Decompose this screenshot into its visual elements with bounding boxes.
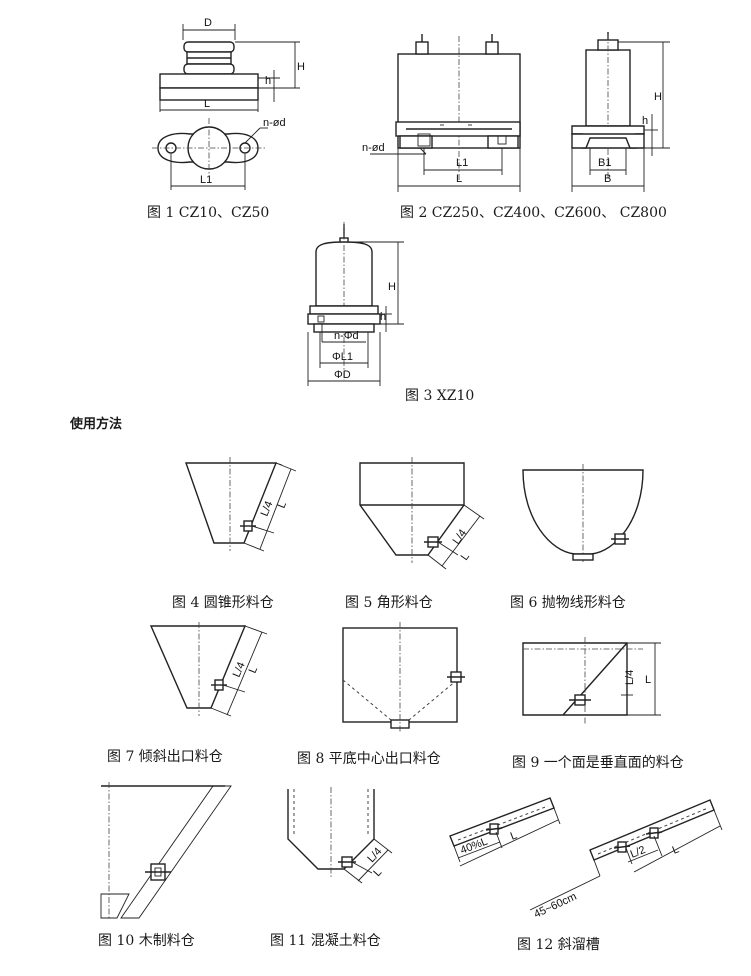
label-L-fig4: L [276,500,289,510]
label-L2-fig12: L/2 [629,844,648,861]
fig11-drawing: L/4 L [287,787,393,884]
fig1-drawing: D H h L n-ød L1 [152,17,305,190]
label-L-fig7: L [247,665,260,675]
label-L-fig1: L [204,98,210,110]
label-40pct: 40%L [459,836,490,857]
label-h-fig3: h [380,311,386,323]
label-B: B [604,173,611,185]
label-distance: 45~60cm [532,891,578,921]
label-n-Phi-d: n-Φd [334,330,359,342]
section-heading: 使用方法 [70,417,123,432]
label-D: D [204,17,212,29]
label-L-fig12a: L [509,829,519,842]
fig2-drawing: n-ød L1 L H h B1 B [362,32,670,192]
label-L-fig11: L [371,866,384,879]
label-L4-fig7: L/4 [231,660,248,679]
caption-fig5: 图 5 角形料仓 [345,595,433,611]
fig6-drawing [522,464,644,562]
label-Phi-L1: ΦL1 [332,351,353,363]
label-H-fig3: H [388,281,396,293]
label-h: h [265,75,271,87]
caption-fig1: 图 1 CZ10、CZ50 [147,205,270,221]
caption-fig12: 图 12 斜溜槽 [517,937,600,953]
label-H-fig2: H [654,91,662,103]
label-Phi-D: ΦD [334,369,351,381]
label-n-d: n-ød [263,117,286,129]
fig9-drawing: L/4 L [522,637,661,725]
label-L-fig5: L [459,551,472,563]
fig8-drawing [342,622,465,732]
fig4-drawing: L/4 L [185,457,297,552]
fig3-drawing: H h n-Φd ΦL1 ΦD [307,222,404,386]
fig7-drawing: L/4 L [149,622,268,717]
label-L-fig12b: L [671,843,681,856]
label-L1-fig1: L1 [200,174,212,186]
caption-fig3: 图 3 XZ10 [405,388,475,404]
label-B1: B1 [598,157,611,169]
fig10-drawing [100,782,232,920]
caption-fig11: 图 11 混凝土料仓 [270,933,381,949]
caption-fig6: 图 6 抛物线形料仓 [510,595,626,611]
caption-fig2: 图 2 CZ250、CZ400、CZ600、 CZ800 [400,205,667,221]
label-H: H [297,61,305,73]
label-L4-fig11: L/4 [365,846,384,865]
label-L-fig9: L [645,674,651,686]
label-h-fig2: h [642,115,648,127]
caption-fig9: 图 9 一个面是垂直面的料仓 [512,755,684,771]
label-L1-fig2: L1 [456,157,468,169]
label-L-fig2: L [456,173,462,185]
caption-fig10: 图 10 木制料仓 [98,933,195,949]
caption-fig7: 图 7 倾斜出口料仓 [107,749,223,765]
label-L4-fig4: L/4 [259,499,276,518]
caption-fig4: 图 4 圆锥形料仓 [172,595,274,611]
caption-fig8: 图 8 平底中心出口料仓 [297,751,441,767]
label-L4-fig5: L/4 [451,527,470,546]
label-L4-fig9: L/4 [624,670,636,685]
fig5-drawing: L/4 L [359,457,485,570]
label-n-d-fig2: n-ød [362,142,385,154]
fig12-drawing: 40%L L L/2 L 45~60cm [449,797,723,921]
